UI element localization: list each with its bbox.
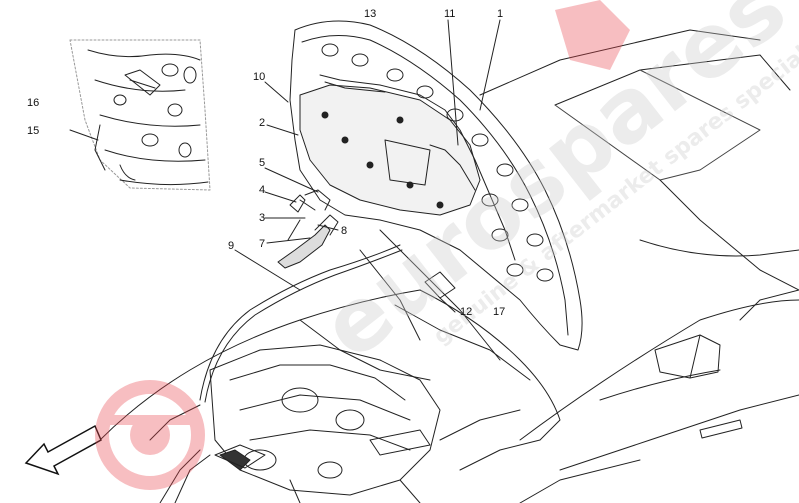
callout-12: 12	[460, 306, 473, 318]
callout-16: 16	[27, 97, 40, 109]
callout-5: 5	[259, 157, 266, 169]
callout-7: 7	[259, 238, 266, 250]
callout-17: 17	[493, 306, 506, 318]
callout-4: 4	[259, 184, 266, 196]
front-direction-arrow	[24, 424, 102, 476]
callout-13: 13	[364, 8, 377, 20]
callout-3: 3	[259, 212, 266, 224]
callout-10: 10	[253, 71, 266, 83]
callout-11: 11	[444, 8, 456, 20]
callout-15: 15	[27, 125, 40, 137]
callout-1: 1	[497, 8, 504, 20]
insulation-detail-view	[69, 39, 211, 191]
callout-2: 2	[259, 117, 266, 129]
callout-8: 8	[341, 225, 348, 237]
callout-9: 9	[228, 240, 235, 252]
